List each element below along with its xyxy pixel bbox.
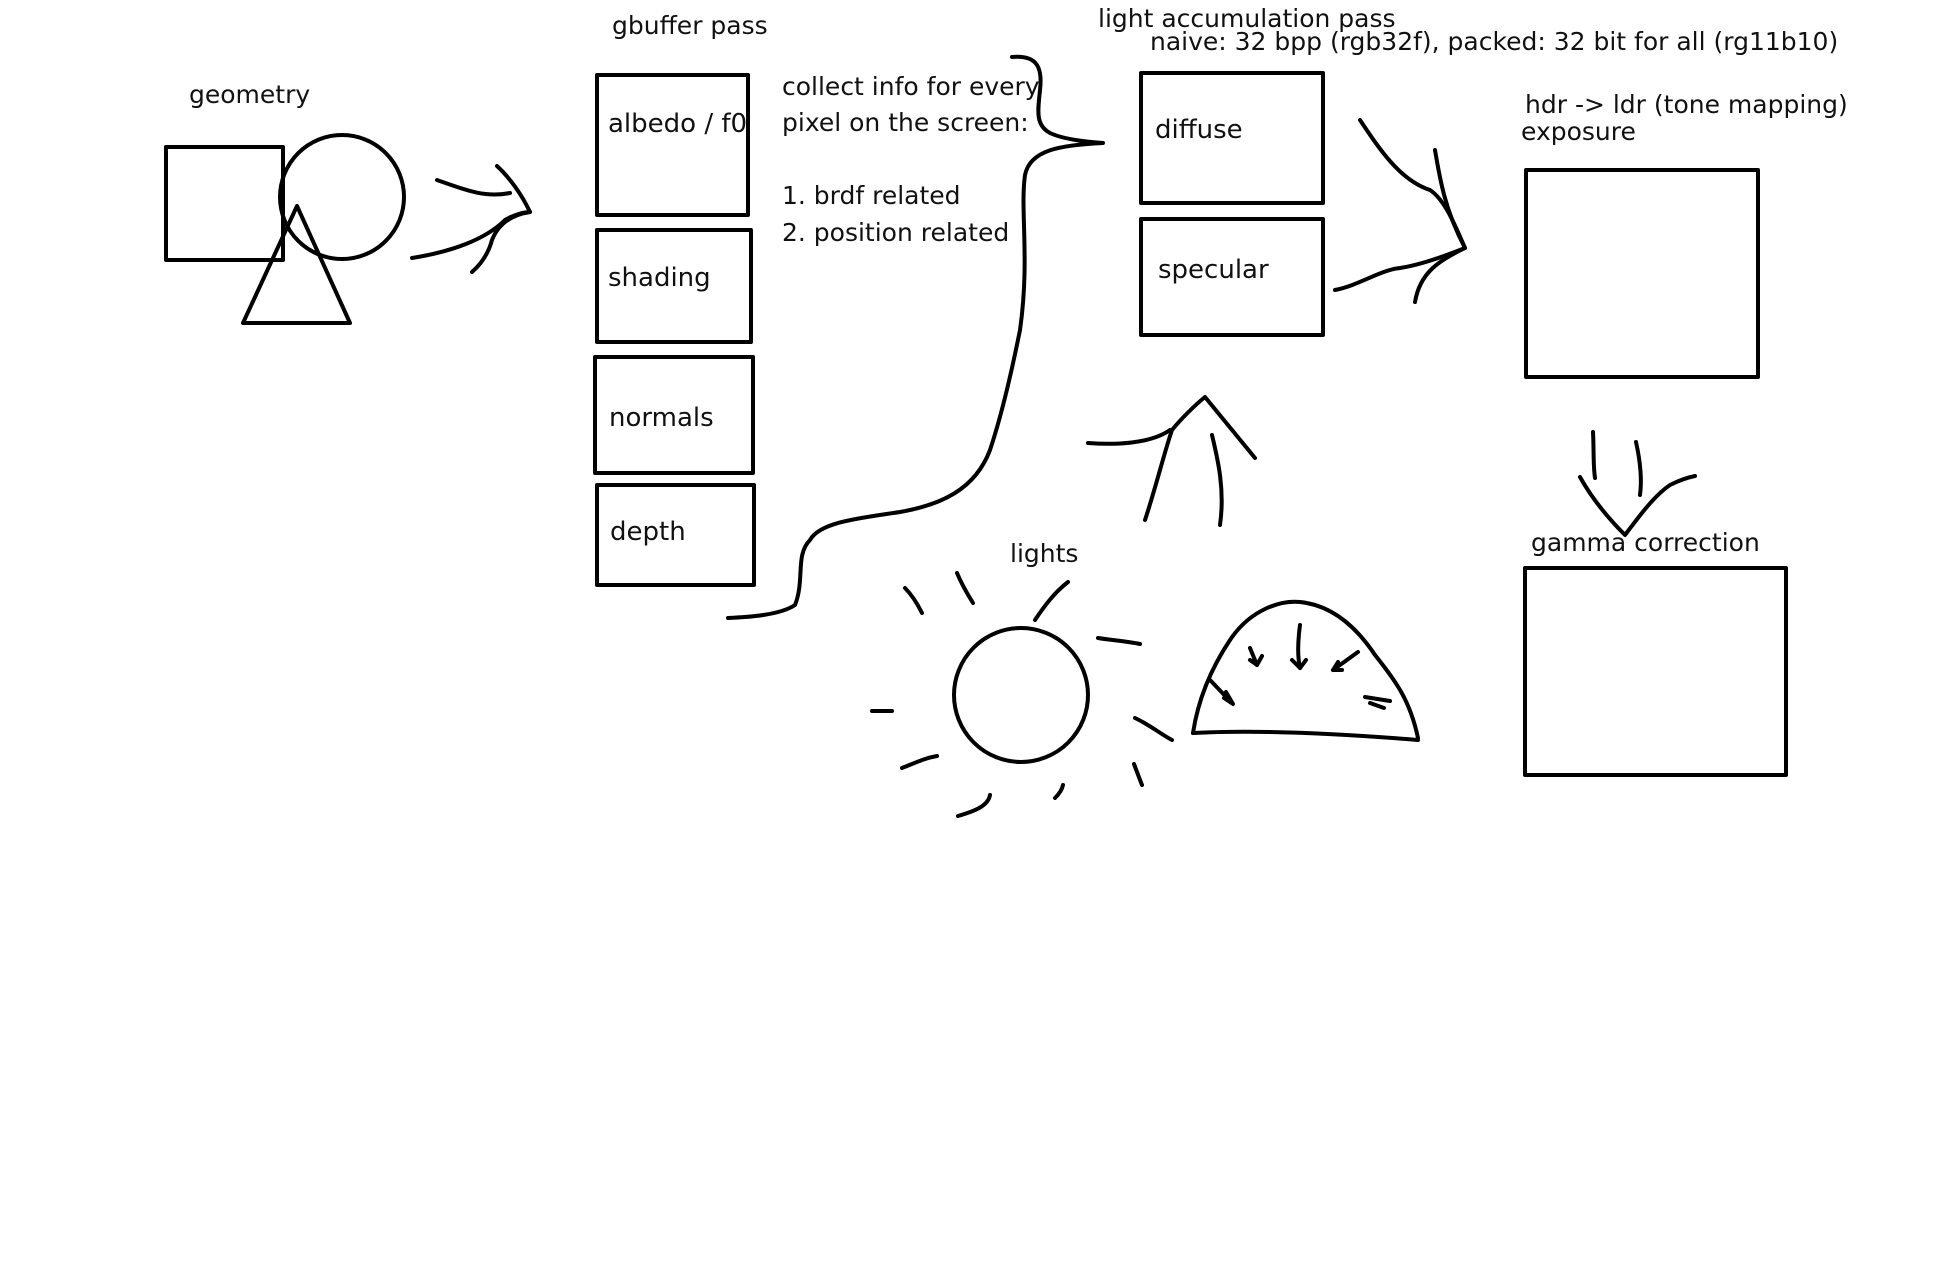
light-specular-label: specular [1158,255,1269,285]
light-diffuse-label: diffuse [1155,115,1243,145]
hemisphere-light [1191,599,1420,742]
collect-brace [726,54,1105,620]
gamma-box [1523,566,1788,777]
arrow-lights-to-accumulation [1086,395,1257,527]
gbuffer-box-shading [595,228,753,344]
geometry-label: geometry [189,80,311,109]
light-accumulation-title: light accumulation pass [1098,4,1396,33]
geometry-circle [278,133,406,261]
arrow-accumulation-to-tonemap [1333,118,1467,304]
light-box-specular [1139,217,1325,337]
gbuffer-albedo-label: albedo / f0 [608,109,748,139]
collect-item1: 1. brdf related [782,181,961,210]
gbuffer-box-normals [593,355,755,475]
tonemap-line2: exposure [1521,117,1636,146]
gamma-label: gamma correction [1531,528,1760,557]
gbuffer-depth-label: depth [610,517,686,547]
tonemap-line1: hdr -> ldr (tone mapping) [1525,90,1848,119]
gbuffer-title: gbuffer pass [612,11,768,40]
tonemap-box [1524,168,1760,379]
light-accumulation-note: naive: 32 bpp (rgb32f), packed: 32 bit f… [1150,27,1839,56]
gbuffer-shading-label: shading [608,263,711,293]
geometry-triangle [241,204,352,325]
arrow-tonemap-to-gamma [1578,430,1697,537]
collect-item2: 2. position related [782,218,1010,247]
gbuffer-normals-label: normals [609,403,714,433]
gbuffer-box-albedo [595,73,750,217]
collect-line1: collect info for every [782,72,1040,101]
arrow-geometry-to-gbuffer [410,164,532,274]
light-box-diffuse [1139,71,1325,205]
geometry-square [164,145,285,262]
gbuffer-box-depth [595,483,756,587]
sun-light [870,571,1174,818]
lights-label: lights [1010,539,1079,568]
collect-line2: pixel on the screen: [782,108,1029,137]
